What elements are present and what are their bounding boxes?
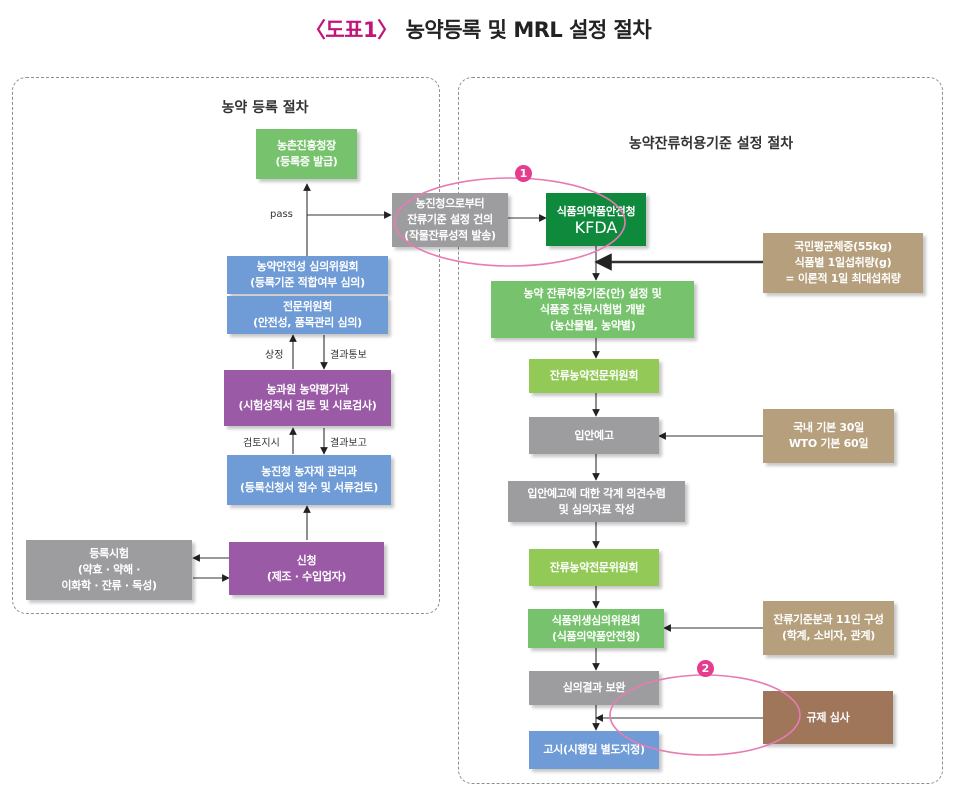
- mrl-setting-line2: 식품중 잔류시험법 개발: [539, 302, 646, 316]
- food-committee-box: 식품위생심의위원회 (식품의약품안전청): [528, 609, 664, 648]
- kfda-line2: KFDA: [574, 217, 618, 237]
- right-heading: 농약잔류허용기준 설정 절차: [628, 136, 794, 152]
- mrl-setting-box: 농약 잔류허용기준(안) 설정 및 식품중 잔류시험법 개발 (농산물별, 농약…: [491, 281, 694, 338]
- opinion-box: 입안예고에 대한 각계 의견수렴 및 심의자료 작성: [508, 481, 685, 522]
- highlight-ellipse-2: [609, 674, 801, 756]
- rda-request-line3: (작물잔류성적 발송): [404, 229, 496, 242]
- application-line1: 신청: [296, 553, 317, 567]
- rda-issue-box: 농촌진흥청장 (등록증 발급): [256, 129, 357, 179]
- report-label: 결과보고: [330, 438, 367, 449]
- badge-2: 2: [697, 660, 714, 677]
- left-panel: [12, 77, 440, 614]
- committee2-line1: 잔류농약전문위원회: [549, 560, 639, 574]
- intake-line1: 국민평균체중(55kg): [794, 240, 892, 253]
- pass-label: pass: [270, 209, 293, 220]
- notice-period-line1: 국내 기본 30일: [793, 421, 864, 434]
- pre-notice-line1: 입안예고: [574, 428, 614, 442]
- intake-box: 국민평균체중(55kg) 식품별 1일섭취량(g) = 이론적 1일 최대섭취량: [763, 233, 923, 293]
- left-heading: 농약 등록 절차: [221, 100, 309, 116]
- title-tag: 〈도표1〉: [304, 18, 398, 42]
- rda-issue-line1: 농촌진흥청장: [277, 139, 336, 152]
- rda-management-line1: 농진청 농자재 관리과: [261, 465, 357, 478]
- notice-period-box: 국내 기본 30일 WTO 기본 60일: [763, 409, 894, 463]
- notify-label: 결과통보: [330, 350, 367, 361]
- badge-1: 1: [515, 165, 532, 182]
- members-line1: 잔류기준분과 11인 구성: [773, 613, 884, 626]
- committee1-box: 잔류농약전문위원회: [529, 359, 659, 393]
- rda-management-line2: (등록신청서 접수 및 서류검토): [240, 481, 378, 494]
- registration-test-line2: (약효 · 약해 ·: [77, 563, 141, 576]
- kfda-line1: 식품의약품안전청: [556, 204, 636, 218]
- committee1-line1: 잔류농약전문위원회: [549, 369, 639, 382]
- food-committee-line2: (식품의약품안전청): [551, 629, 640, 643]
- rda-request-line1: 농진청으로부터: [415, 197, 485, 210]
- page-title: 〈도표1〉 농약등록 및 MRL 설정 절차: [0, 14, 956, 44]
- expert-committee-line2: (안전성, 품목관리 심의): [253, 316, 362, 329]
- submit-label: 상정: [265, 350, 284, 361]
- members-box: 잔류기준분과 11인 구성 (학계, 소비자, 관계): [763, 601, 894, 655]
- notice-period-line2: WTO 기본 60일: [788, 437, 869, 450]
- review-order-label: 검토지시: [243, 438, 280, 449]
- supplement-box: 심의결과 보완: [529, 671, 659, 705]
- intake-line2: 식품별 1일섭취량(g): [794, 256, 892, 269]
- safety-committee-box: 농약안전성 심의위원회 (등록기준 적합여부 심의): [227, 256, 388, 294]
- rda-request-box: 농진청으로부터 잔류기준 설정 건의 (작물잔류성적 발송): [392, 193, 508, 247]
- nias-line1: 농과원 농약평가과: [266, 383, 349, 396]
- nias-line2: (시험성적서 검토 및 시료검사): [238, 399, 377, 412]
- safety-committee-line1: 농약안전성 심의위원회: [256, 260, 359, 273]
- rda-management-box: 농진청 농자재 관리과 (등록신청서 접수 및 서류검토): [227, 455, 391, 505]
- mrl-setting-line1: 농약 잔류허용기준(안) 설정 및: [523, 286, 662, 300]
- registration-test-box: 등록시험 (약효 · 약해 · 이화학 · 잔류 · 독성): [26, 540, 192, 600]
- opinion-line2: 및 심의자료 작성: [558, 502, 635, 516]
- safety-committee-line2: (등록기준 적합여부 심의): [250, 276, 365, 289]
- registration-test-line1: 등록시험: [89, 547, 129, 560]
- rda-request-line2: 잔류기준 설정 건의: [407, 213, 493, 226]
- committee2-box: 잔류농약전문위원회: [529, 549, 659, 586]
- nias-box: 농과원 농약평가과 (시험성적서 검토 및 시료검사): [224, 370, 391, 426]
- rda-issue-line2: (등록증 발급): [275, 155, 338, 168]
- expert-committee-box: 전문위원회 (안전성, 품목관리 심의): [227, 296, 388, 334]
- application-line2: (제조 · 수입업자): [266, 569, 347, 583]
- opinion-line1: 입안예고에 대한 각계 의견수렴: [527, 486, 666, 500]
- expert-committee-line1: 전문위원회: [282, 300, 333, 313]
- notice-line1: 고시(시행일 별도지정): [543, 743, 645, 756]
- title-text: 농약등록 및 MRL 설정 절차: [405, 18, 652, 42]
- kfda-box: 식품의약품안전청 KFDA: [546, 193, 646, 246]
- highlight-ellipse-1: [394, 177, 626, 267]
- application-box: 신청 (제조 · 수입업자): [229, 542, 384, 595]
- regulation-box: 규제 심사: [763, 691, 893, 744]
- members-line2: (학계, 소비자, 관계): [781, 629, 875, 642]
- notice-box: 고시(시행일 별도지정): [529, 731, 659, 769]
- registration-test-line3: 이화학 · 잔류 · 독성): [61, 579, 157, 592]
- regulation-line1: 규제 심사: [806, 710, 850, 724]
- mrl-setting-line3: (농산물별, 농약별): [549, 318, 636, 332]
- intake-line3: = 이론적 1일 최대섭취량: [785, 272, 901, 285]
- right-panel: [458, 77, 943, 784]
- supplement-line1: 심의결과 보완: [562, 681, 626, 694]
- food-committee-line1: 식품위생심의위원회: [551, 613, 641, 627]
- pre-notice-box: 입안예고: [529, 417, 659, 454]
